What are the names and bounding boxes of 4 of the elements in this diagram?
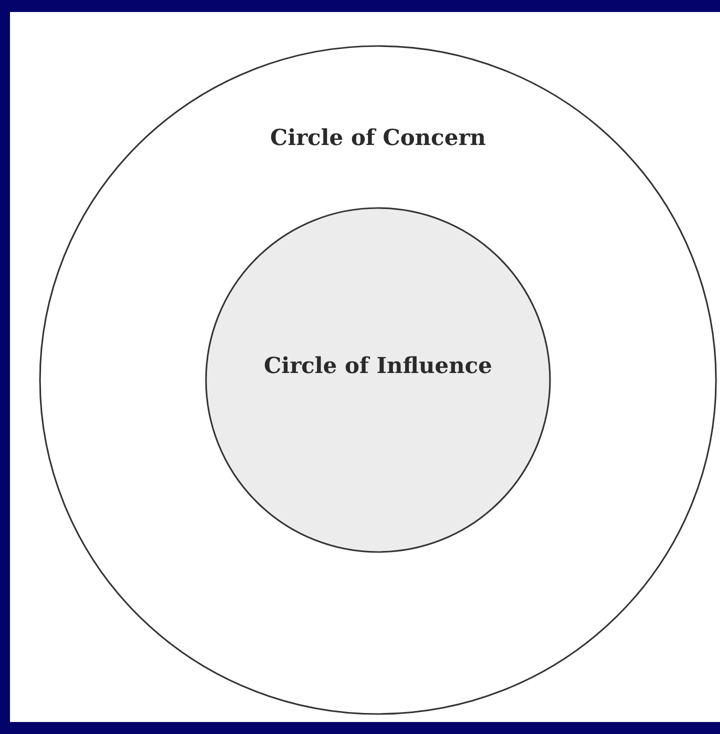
circle-label: Circle of Influence	[262, 353, 494, 379]
circle-label: Circle of Concern	[269, 125, 487, 151]
circle	[39, 45, 717, 715]
circle	[205, 207, 551, 553]
